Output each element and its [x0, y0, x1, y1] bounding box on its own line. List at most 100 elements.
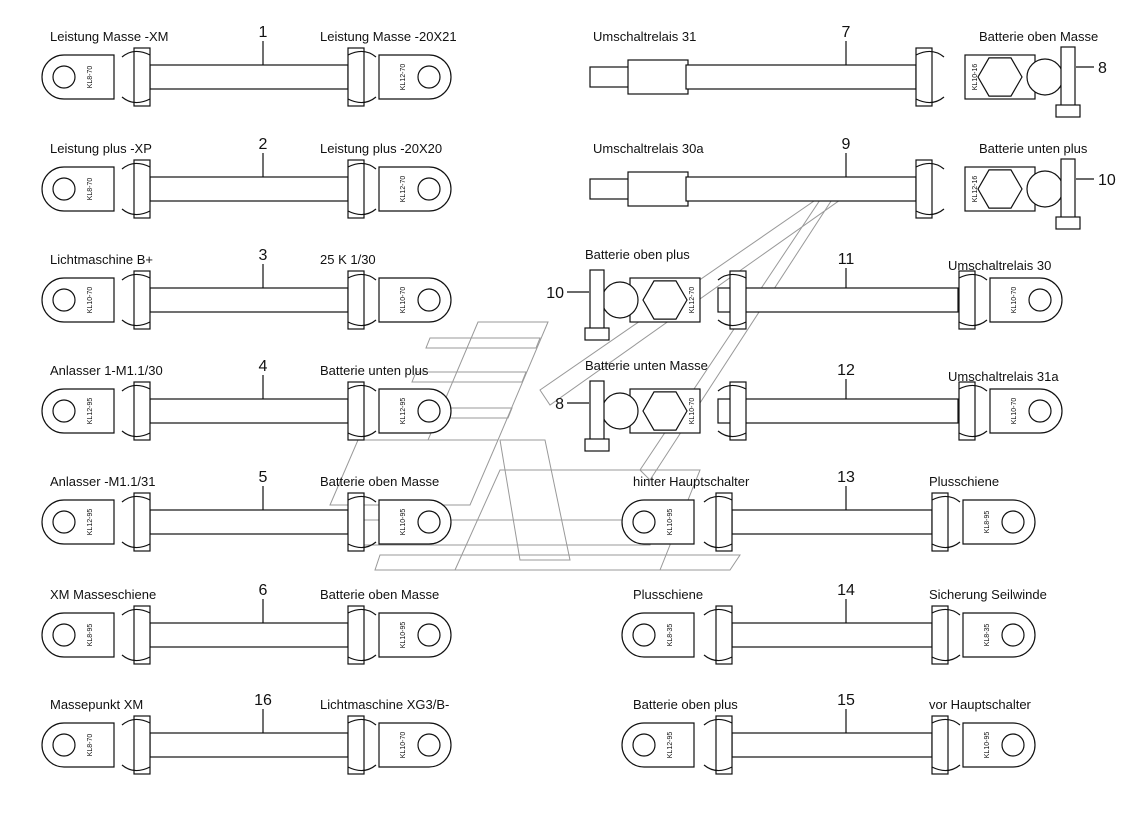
clamp-eye: [1026, 170, 1064, 208]
cable-lug: [41, 388, 115, 434]
hex-nut-icon: [642, 391, 688, 431]
cable-lug: [621, 722, 695, 768]
clamp-callout-number: 8: [555, 396, 564, 413]
heat-shrink: [121, 162, 151, 216]
crimp-sleeve: [347, 715, 365, 775]
lug-marking: KL8-70: [87, 178, 94, 201]
cable-insulation: [731, 622, 933, 648]
cable-lug: [378, 388, 452, 434]
clamp-eye: [1026, 58, 1064, 96]
cable-left-label: Leistung Masse -XM: [50, 29, 169, 44]
crimp-sleeve: [915, 47, 933, 107]
cable-right-label: Leistung plus -20X20: [320, 141, 442, 156]
crimp-sleeve: [347, 47, 365, 107]
cable-insulation: [149, 622, 349, 648]
clamp-callout-number: 10: [546, 285, 564, 302]
clamp-nut: [584, 438, 610, 452]
lug-marking: KL10-70: [87, 287, 94, 314]
lug-marking: KL8-35: [984, 624, 991, 647]
cable-lug: [41, 499, 115, 545]
cable-left-label: Batterie oben plus: [585, 247, 690, 262]
cable-left-label: Umschaltrelais 30a: [593, 141, 704, 156]
cable-number: 13: [837, 469, 855, 486]
cable-left-label: Lichtmaschine B+: [50, 252, 153, 267]
cable-right-label: 25 K 1/30: [320, 252, 376, 267]
cable-number: 2: [259, 136, 268, 153]
heat-shrink: [121, 273, 151, 327]
cable-right-label: Sicherung Seilwinde: [929, 587, 1047, 602]
lug-marking: KL12-70: [400, 64, 407, 91]
cable-lug: [378, 499, 452, 545]
watermark-shape: [499, 439, 571, 561]
lug-marking: KL10-70: [689, 398, 696, 425]
lug-marking: KL10-70: [400, 287, 407, 314]
lug-hole: [417, 510, 441, 534]
cable-right-label: Plusschiene: [929, 474, 999, 489]
cable-lug: [378, 166, 452, 212]
crimp-sleeve: [133, 381, 151, 441]
cable-insulation: [731, 509, 933, 535]
cable-number: 4: [259, 358, 268, 375]
cable-insulation: [149, 64, 349, 90]
lug-hole: [1001, 623, 1025, 647]
cable-right-label: vor Hauptschalter: [929, 697, 1032, 712]
lug-hole: [1001, 510, 1025, 534]
crimp-sleeve: [133, 715, 151, 775]
cable-assembly: Batterie oben plus vor Hauptschalter 15KL1…: [621, 692, 1036, 775]
cable-right-label: Umschaltrelais 31a: [948, 369, 1059, 384]
cable-left-label: Anlasser -M1.1/31: [50, 474, 156, 489]
cable-left-label: Batterie oben plus: [633, 697, 738, 712]
lug-hole: [417, 177, 441, 201]
heat-shrink: [347, 384, 377, 438]
lug-marking: KL8-35: [667, 624, 674, 647]
cable-number: 7: [842, 24, 851, 41]
crimp-sleeve: [715, 492, 733, 552]
heat-shrink: [931, 495, 961, 549]
watermark-shape: [329, 439, 499, 506]
lug-hole: [417, 399, 441, 423]
cable-number: 6: [259, 582, 268, 599]
crimp-sleeve: [715, 605, 733, 665]
crimp-sleeve: [133, 47, 151, 107]
cable-right-label: Umschaltrelais 30: [948, 258, 1051, 273]
heat-shrink: [121, 495, 151, 549]
clamp-eye: [601, 392, 639, 430]
crimp-sleeve: [931, 492, 949, 552]
cable-lug: [989, 277, 1063, 323]
crimp-sleeve: [931, 605, 949, 665]
clamp-nut: [1055, 216, 1081, 230]
cable-insulation: [731, 732, 933, 758]
bare-conductor-end: [589, 178, 631, 200]
cable-insulation: [149, 176, 349, 202]
heat-shrink: [347, 50, 377, 104]
heat-shrink: [717, 384, 747, 438]
lug-marking: KL12-95: [87, 509, 94, 536]
lug-marking: KL10-16: [972, 64, 979, 91]
lug-marking: KL10-95: [400, 509, 407, 536]
lug-marking: KL12-95: [667, 732, 674, 759]
watermark-shape: [454, 469, 701, 571]
cable-number: 9: [842, 136, 851, 153]
clamp-callout-number: 10: [1098, 172, 1116, 189]
lug-marking: KL10-70: [400, 732, 407, 759]
clamp-eye: [601, 281, 639, 319]
cable-lug: [962, 612, 1036, 658]
heat-shrink: [347, 718, 377, 772]
heat-shrink: [958, 273, 988, 327]
insulation-sleeve: [627, 59, 689, 95]
cable-right-label: Leistung Masse -20X21: [320, 29, 457, 44]
lug-marking: KL10-95: [667, 509, 674, 536]
cable-lug: [378, 722, 452, 768]
cable-number: 12: [837, 362, 855, 379]
cable-left-label: Umschaltrelais 31: [593, 29, 696, 44]
cable-number: 15: [837, 692, 855, 709]
lug-hole: [632, 733, 656, 757]
heat-shrink: [717, 273, 747, 327]
hex-nut-icon: [977, 57, 1023, 97]
lug-hole: [1028, 288, 1052, 312]
lug-marking: KL8-70: [87, 734, 94, 757]
cables-layer: Leistung Masse -XM Leistung Masse -20X21 1…: [41, 24, 1116, 775]
